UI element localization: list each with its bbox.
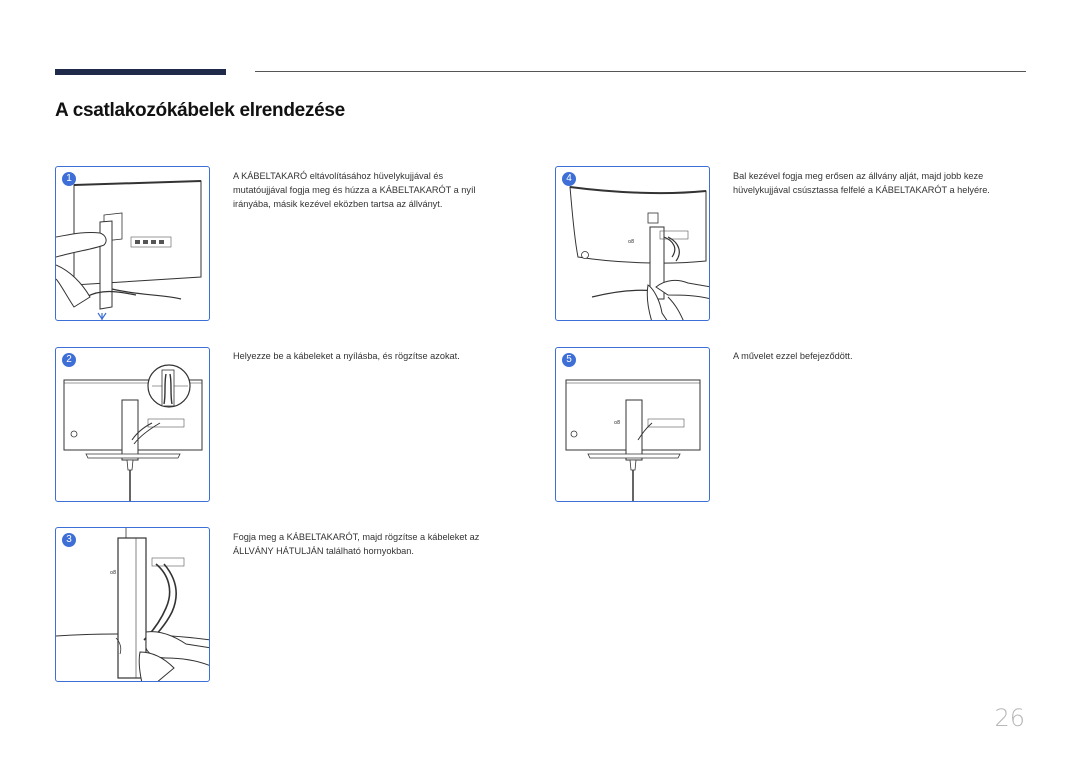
step-2-illustration: 2: [55, 347, 210, 502]
section-title: A csatlakozókábelek elrendezése: [55, 100, 345, 121]
step-2-text: Helyezze be a kábeleket a nyílásba, és r…: [233, 351, 460, 361]
svg-text:o8: o8: [628, 239, 634, 245]
cable-cover-fixing-closeup-image: o8: [56, 528, 209, 681]
header-accent-bar: [55, 69, 226, 75]
step-5-illustration: 5 o8: [555, 347, 710, 502]
step-5-badge: 5: [562, 353, 576, 367]
step-3-text: Fogja meg a KÁBELTAKARÓT, majd rögzítse …: [233, 532, 480, 556]
step-5-text: A művelet ezzel befejeződött.: [733, 351, 853, 361]
monitor-back-cable-cover-removal-image: [56, 180, 202, 320]
step-3-illustration: 3 o8: [55, 527, 210, 682]
page-number: 26: [994, 704, 1025, 732]
step-1-badge: 1: [62, 172, 76, 186]
cable-cover-slide-up-image: o8: [569, 186, 709, 320]
step-3-badge: 3: [62, 533, 76, 547]
svg-text:o8: o8: [614, 420, 620, 426]
header-rule: [255, 71, 1026, 72]
step-4-illustration: 4 o8: [555, 166, 710, 321]
completed-cable-arrangement-image: o8: [565, 379, 701, 501]
step-1-illustration: 1: [55, 166, 210, 321]
step-4-text: Bal kezével fogja meg erősen az állvány …: [733, 171, 990, 195]
svg-text:o8: o8: [110, 570, 116, 576]
step-1-text: A KÁBELTAKARÓ eltávolításához hüvelykujj…: [233, 171, 476, 209]
monitor-back-cables-inserted-image: [63, 364, 203, 501]
step-4-badge: 4: [562, 172, 576, 186]
step-2-badge: 2: [62, 353, 76, 367]
